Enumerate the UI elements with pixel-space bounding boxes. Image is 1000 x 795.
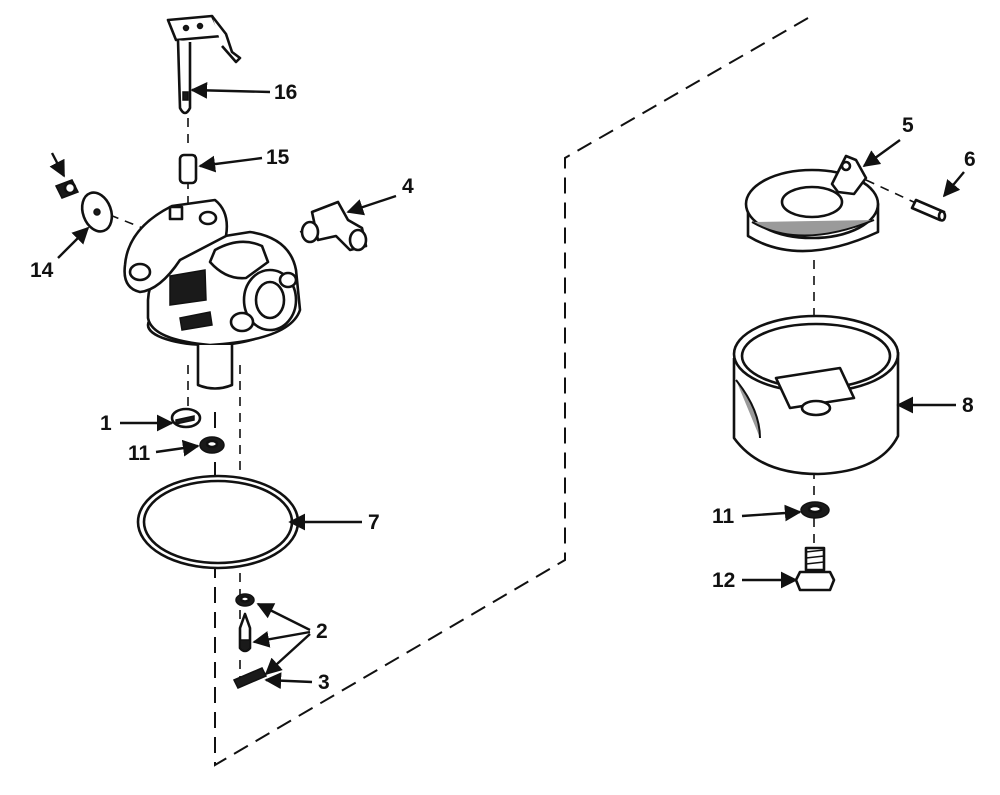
callout-14: 15 [266,146,290,169]
idle-screw-part [54,179,80,199]
hinge-pin-part [910,198,947,222]
callout-15: 14 [30,259,54,282]
float-bowl-part [732,314,900,476]
callout-1: 1 [100,412,112,435]
callout-11-right: 11 [712,505,735,528]
spring-part [178,153,198,185]
needle-clip-part [232,667,268,689]
float-lever-bracket-part [166,14,242,115]
callout-12: 12 [712,569,735,592]
callout-labels: 16 15 14 4 1 11 7 2 3 5 6 8 11 12 [30,81,976,694]
disc-plate-part [80,191,114,233]
callout-13: 16 [274,81,297,104]
carburetor-body-part [123,198,302,390]
dashed-boundary-frame [214,17,809,767]
inlet-needle-part [235,593,255,653]
callout-7: 7 [368,511,380,534]
callout-5: 5 [902,114,914,137]
callout-6: 6 [964,148,976,171]
gasket-ring-part [136,474,300,570]
washer-right-part [800,501,830,519]
float-part [744,154,880,253]
washer-left-part [199,436,225,454]
callout-3: 3 [318,671,330,694]
callout-11-left: 11 [128,442,151,465]
callout-4: 4 [402,175,414,198]
leader-arrows [49,81,965,690]
elbow-fitting-part [300,200,368,252]
welch-plug-part [170,407,202,429]
callout-8: 8 [962,394,974,417]
bowl-nut-part [794,546,836,592]
callout-2: 2 [316,620,328,643]
